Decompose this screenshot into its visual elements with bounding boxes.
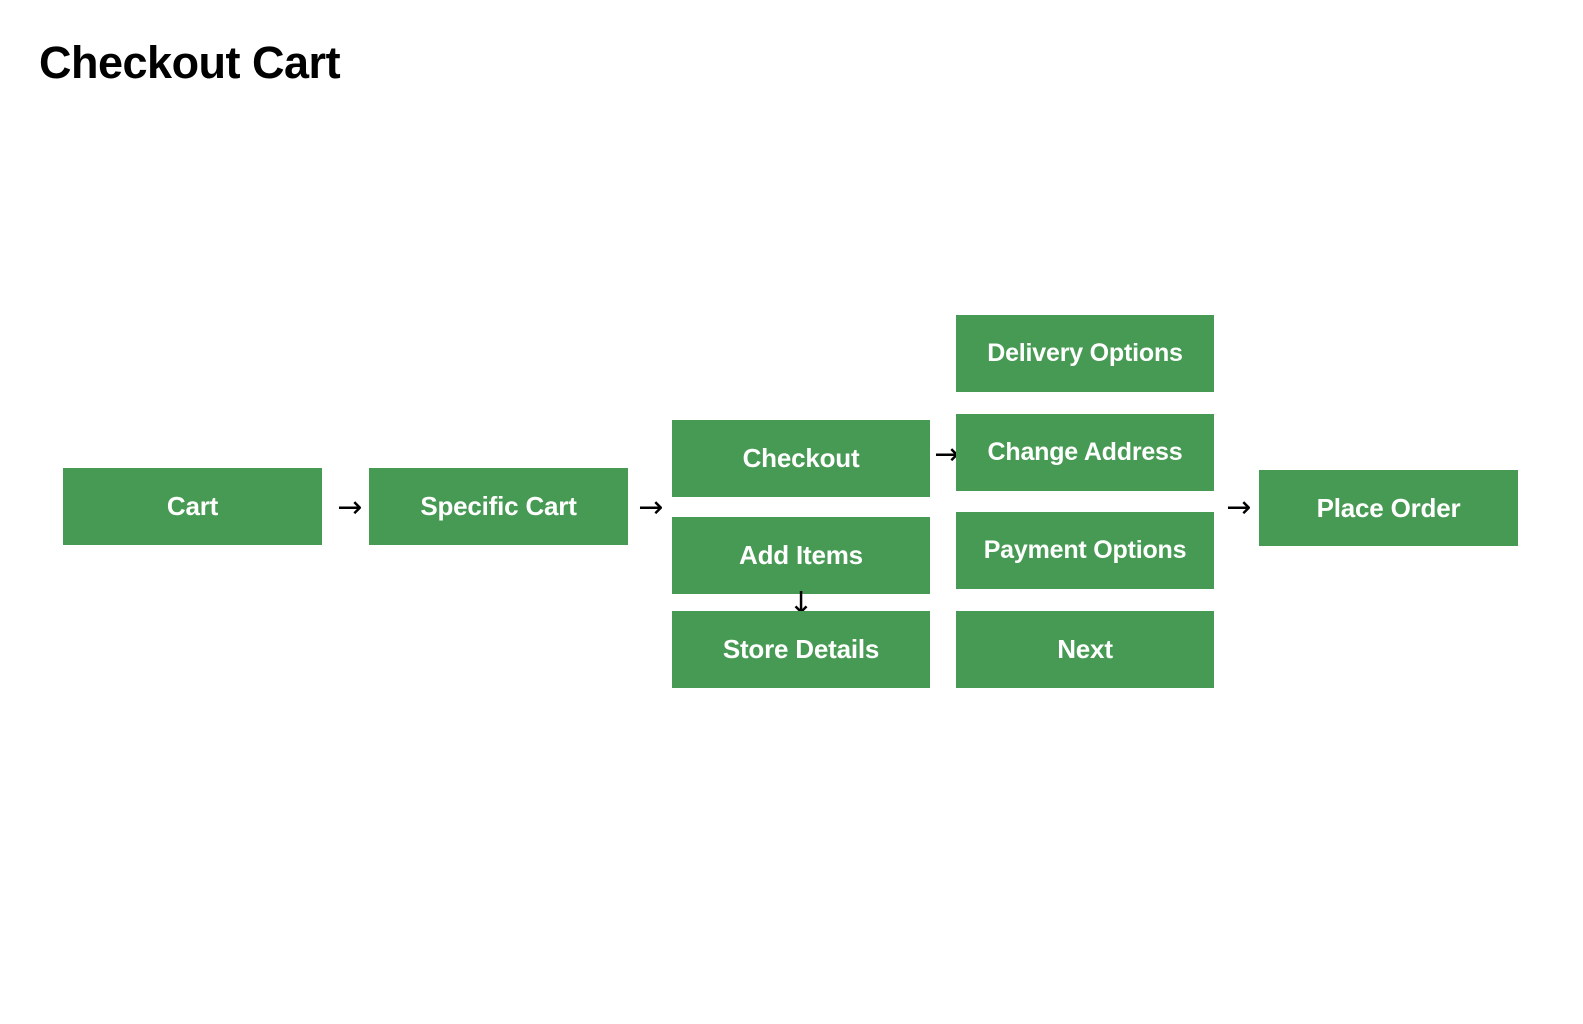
- node-next[interactable]: Next: [956, 611, 1214, 688]
- node-change-address[interactable]: Change Address: [956, 414, 1214, 491]
- node-specific-cart[interactable]: Specific Cart: [369, 468, 628, 545]
- node-store-details[interactable]: Store Details: [672, 611, 930, 688]
- arrow-right-icon-checkout-to-change-address: →: [934, 437, 960, 472]
- node-delivery-options[interactable]: Delivery Options: [956, 315, 1214, 392]
- arrow-right-icon-options-to-place-order: →: [1226, 490, 1252, 525]
- node-payment-options[interactable]: Payment Options: [956, 512, 1214, 589]
- page-title: Checkout Cart: [39, 37, 341, 88]
- node-cart[interactable]: Cart: [63, 468, 322, 545]
- arrow-right-icon-cart-to-specific-cart: →: [337, 490, 363, 525]
- arrow-right-icon-specific-cart-to-checkout: →: [638, 490, 664, 525]
- node-checkout[interactable]: Checkout: [672, 420, 930, 497]
- node-place-order[interactable]: Place Order: [1259, 470, 1518, 546]
- node-add-items[interactable]: Add Items: [672, 517, 930, 594]
